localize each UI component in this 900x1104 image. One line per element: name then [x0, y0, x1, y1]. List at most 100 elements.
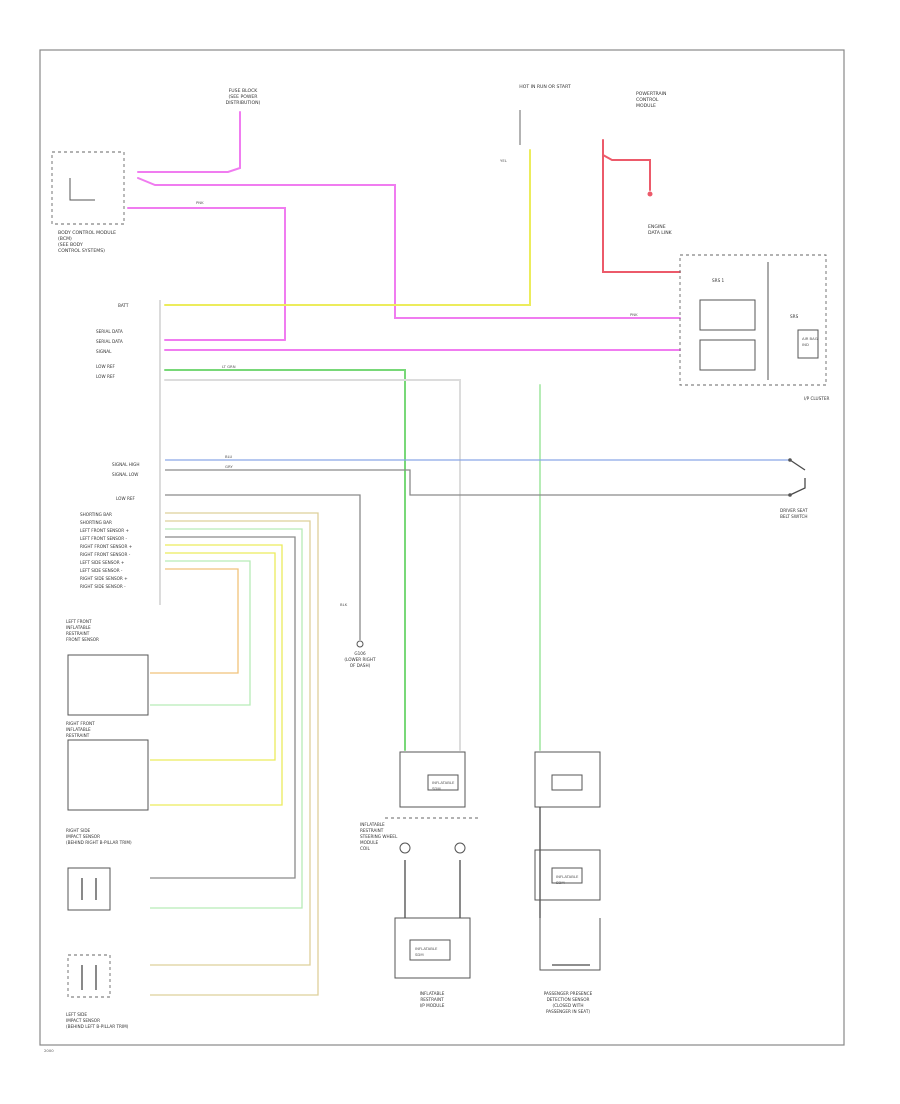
left-front-sensor-box: [67, 654, 149, 716]
svg-text:(BCM): (BCM): [58, 236, 72, 242]
svg-text:RESTRAINT: RESTRAINT: [66, 631, 90, 636]
svg-text:STEERING WHEEL: STEERING WHEEL: [360, 834, 398, 839]
svg-text:COIL: COIL: [360, 846, 370, 851]
fuse-block-right-label: POWERTRAIN CONTROL MODULE: [636, 91, 666, 109]
svg-text:INFLATABLE: INFLATABLE: [66, 625, 91, 630]
svg-text:(BEHIND RIGHT B-PILLAR TRIM): (BEHIND RIGHT B-PILLAR TRIM): [66, 840, 132, 845]
right-side-sensor-box: [67, 867, 111, 911]
green-wires: LT GRN: [164, 364, 541, 751]
svg-text:(SEE POWER: (SEE POWER: [229, 94, 259, 100]
svg-text:RIGHT SIDE SENSOR -: RIGHT SIDE SENSOR -: [80, 584, 126, 589]
diagram-frame: [39, 49, 845, 1046]
svg-text:LT GRN: LT GRN: [222, 364, 236, 369]
pink-wires: PNK PNK: [127, 111, 681, 351]
svg-text:INFLATABLE: INFLATABLE: [360, 822, 385, 827]
svg-text:OF DASH): OF DASH): [350, 663, 371, 668]
cluster-inner-1: [699, 299, 756, 331]
passenger-presence-module: INFLATABLE SDM: [534, 751, 601, 971]
svg-text:(LOWER RIGHT: (LOWER RIGHT: [344, 657, 376, 662]
seat-belt-wires: BLU GRY: [165, 454, 790, 496]
svg-text:LOW REF: LOW REF: [96, 374, 116, 379]
svg-text:SDM: SDM: [556, 880, 565, 885]
svg-text:PNK: PNK: [196, 200, 204, 205]
svg-text:I/P MODULE: I/P MODULE: [420, 1003, 445, 1008]
seat-belt-switch: DRIVER SEAT BELT SWITCH: [780, 458, 808, 519]
svg-text:ENGINE: ENGINE: [648, 224, 666, 230]
svg-text:DETECTION SENSOR: DETECTION SENSOR: [547, 997, 590, 1002]
left-side-sensor-symbol: [81, 965, 97, 990]
svg-text:SIGNAL: SIGNAL: [96, 349, 112, 354]
ip-cluster-box: [679, 254, 827, 386]
svg-text:YEL: YEL: [500, 158, 508, 163]
right-front-sensor-box: [67, 739, 149, 811]
hot-in-run-label: HOT IN RUN OR START: [519, 84, 571, 90]
red-wires: [602, 139, 681, 273]
svg-text:MODULE: MODULE: [360, 840, 379, 845]
svg-text:RIGHT SIDE SENSOR +: RIGHT SIDE SENSOR +: [80, 576, 128, 581]
svg-text:BODY CONTROL MODULE: BODY CONTROL MODULE: [58, 230, 116, 236]
left-front-sensor-label: LEFT FRONT INFLATABLE RESTRAINT FRONT SE…: [66, 619, 99, 642]
svg-text:SRS: SRS: [790, 314, 799, 319]
svg-text:SHORTING BAR: SHORTING BAR: [80, 512, 112, 517]
right-side-sensor-symbol: [81, 878, 97, 900]
right-side-sensor-label: RIGHT SIDE IMPACT SENSOR (BEHIND RIGHT B…: [66, 828, 132, 845]
svg-text:BELT SWITCH: BELT SWITCH: [780, 514, 808, 519]
svg-text:RESTRAINT: RESTRAINT: [360, 828, 384, 833]
svg-text:IND: IND: [802, 342, 809, 347]
svg-text:DRIVER SEAT: DRIVER SEAT: [780, 508, 808, 513]
svg-text:PNK: PNK: [630, 312, 638, 317]
passenger-presence-label: PASSENGER PRESENCE DETECTION SENSOR (CLO…: [544, 991, 593, 1014]
svg-text:GRY: GRY: [225, 464, 233, 469]
svg-text:INFLATABLE: INFLATABLE: [420, 991, 445, 996]
svg-text:IMPACT SENSOR: IMPACT SENSOR: [66, 1018, 100, 1023]
bcm-label: BODY CONTROL MODULE (BCM) (SEE BODY CONT…: [58, 230, 116, 254]
svg-text:LEFT FRONT SENSOR -: LEFT FRONT SENSOR -: [80, 536, 127, 541]
svg-text:RIGHT FRONT SENSOR -: RIGHT FRONT SENSOR -: [80, 552, 131, 557]
sensor-wires: [150, 512, 319, 996]
svg-text:BLK: BLK: [340, 602, 348, 607]
svg-text:DISTRIBUTION): DISTRIBUTION): [226, 100, 261, 106]
engine-data-link-label: ENGINE DATA LINK: [648, 224, 673, 236]
svg-text:MODULE: MODULE: [636, 103, 656, 109]
svg-text:LOW REF: LOW REF: [116, 496, 136, 501]
bcm-symbol: [69, 178, 95, 201]
svg-text:AIR BAG: AIR BAG: [802, 336, 818, 341]
svg-text:LEFT SIDE SENSOR -: LEFT SIDE SENSOR -: [80, 568, 123, 573]
driver-airbag-label: INFLATABLE RESTRAINT STEERING WHEEL MODU…: [360, 822, 398, 851]
svg-text:RESTRAINT: RESTRAINT: [420, 997, 444, 1002]
svg-text:I/P CLUSTER: I/P CLUSTER: [804, 396, 829, 401]
svg-text:RESTRAINT: RESTRAINT: [66, 733, 90, 738]
yellow-batt-wire: YEL: [164, 110, 531, 306]
svg-text:SERIAL DATA: SERIAL DATA: [96, 329, 123, 334]
passenger-airbag-label: INFLATABLE RESTRAINT I/P MODULE: [420, 991, 445, 1008]
svg-text:LOW REF: LOW REF: [96, 364, 116, 369]
svg-text:INFLATABLE: INFLATABLE: [556, 874, 579, 879]
fuse-block-left-label: FUSE BLOCK (SEE POWER DISTRIBUTION): [226, 88, 261, 106]
svg-text:G106: G106: [354, 651, 366, 656]
svg-text:INFLATABLE: INFLATABLE: [415, 946, 438, 951]
svg-text:INFLATABLE: INFLATABLE: [66, 727, 91, 732]
svg-text:SHORTING BAR: SHORTING BAR: [80, 520, 112, 525]
svg-text:SDM: SDM: [432, 786, 441, 791]
svg-text:BATT: BATT: [118, 303, 129, 308]
svg-text:PASSENGER PRESENCE: PASSENGER PRESENCE: [544, 991, 593, 996]
svg-text:RIGHT FRONT SENSOR +: RIGHT FRONT SENSOR +: [80, 544, 133, 549]
svg-text:LEFT FRONT: LEFT FRONT: [66, 619, 92, 624]
svg-text:LEFT FRONT SENSOR +: LEFT FRONT SENSOR +: [80, 528, 129, 533]
svg-text:FUSE BLOCK: FUSE BLOCK: [229, 88, 259, 94]
svg-text:SRS 1: SRS 1: [712, 278, 725, 283]
svg-text:(BEHIND LEFT B-PILLAR TRIM): (BEHIND LEFT B-PILLAR TRIM): [66, 1024, 129, 1029]
svg-text:IMPACT SENSOR: IMPACT SENSOR: [66, 834, 100, 839]
svg-text:SIGNAL LOW: SIGNAL LOW: [112, 472, 138, 477]
svg-text:CONTROL SYSTEMS): CONTROL SYSTEMS): [58, 248, 105, 254]
svg-text:(SEE BODY: (SEE BODY: [58, 242, 83, 248]
svg-text:DATA LINK: DATA LINK: [648, 230, 673, 236]
page-id: 2000: [44, 1048, 54, 1053]
svg-text:SIGNAL HIGH: SIGNAL HIGH: [112, 462, 140, 467]
left-side-sensor-box: [67, 954, 111, 998]
right-front-sensor-label: RIGHT FRONT INFLATABLE RESTRAINT: [66, 721, 95, 738]
svg-text:SERIAL DATA: SERIAL DATA: [96, 339, 123, 344]
sdm-pin-labels: BATT SERIAL DATA SERIAL DATA SIGNAL LOW …: [80, 303, 140, 589]
svg-text:(CLOSED WITH: (CLOSED WITH: [553, 1003, 584, 1008]
